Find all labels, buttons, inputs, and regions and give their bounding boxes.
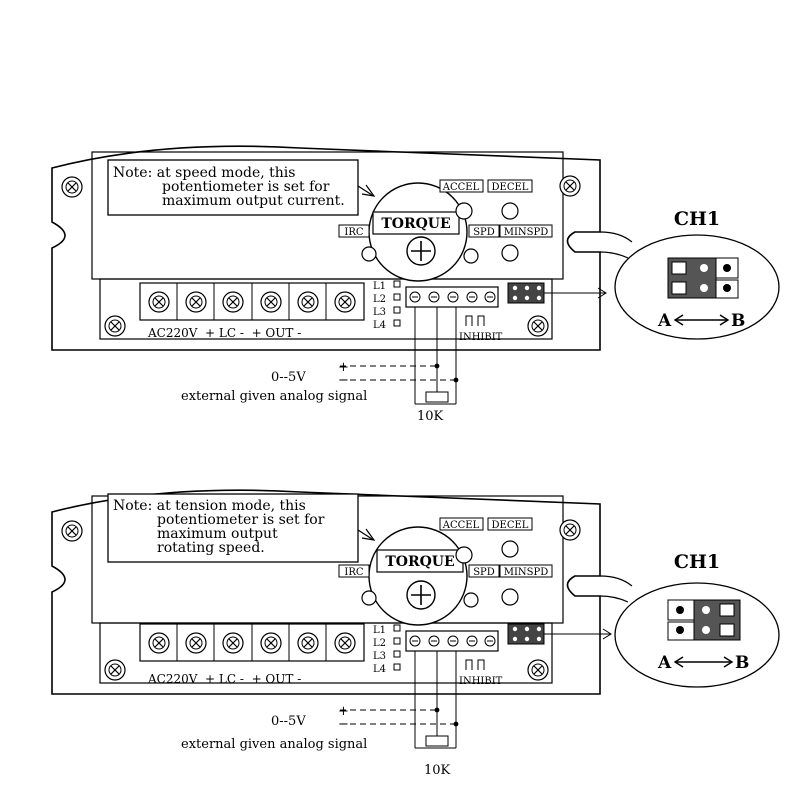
note-box — [107, 493, 359, 563]
led-icon — [393, 293, 401, 301]
led-label-l1: L1 — [373, 281, 386, 292]
led-label-l3: L3 — [373, 651, 386, 662]
signal-terminal-block — [405, 286, 499, 308]
torque-label: TORQUE — [381, 216, 450, 232]
ch1-title: CH1 — [674, 551, 720, 573]
minspd-label: MINSPD — [504, 567, 549, 578]
lower-board — [99, 278, 553, 340]
mount-screw-icon — [559, 519, 581, 541]
signal-terminal-block — [405, 630, 499, 652]
led-label-l4: L4 — [373, 664, 386, 675]
panel-speed-mode: Note: at speed mode, this potentiometer … — [51, 145, 780, 424]
torque-knob — [368, 526, 468, 626]
minus-sign: − — [338, 373, 349, 388]
led-label-l2: L2 — [373, 294, 386, 305]
irc-pot-icon — [361, 246, 377, 262]
irc-pot-icon — [361, 590, 377, 606]
mount-screw-icon — [61, 520, 83, 542]
terminal-labels: AC220V + LC - + OUT - — [147, 672, 301, 686]
led-label-l4: L4 — [373, 320, 386, 331]
led-icon — [393, 319, 401, 327]
signal-label: external given analog signal — [181, 389, 367, 404]
note-line-4: rotating speed. — [157, 540, 265, 556]
ch1-jumper-icon — [667, 257, 739, 299]
decel-pot-icon — [501, 540, 519, 558]
note-line-3: maximum output current. — [162, 193, 345, 209]
voltage-label: 0--5V — [271, 370, 306, 385]
plus-sign: + — [338, 360, 349, 375]
minspd-label: MINSPD — [504, 227, 549, 238]
irc-label: IRC — [344, 567, 363, 578]
inhibit-label: INHIBIT — [459, 676, 503, 687]
voltage-label: 0--5V — [271, 714, 306, 729]
external-wiring — [340, 651, 459, 749]
resistor-label: 10K — [417, 409, 444, 424]
led-icon — [393, 637, 401, 645]
terminal-labels: AC220V + LC - + OUT - — [147, 326, 301, 340]
spd-pot-icon — [463, 248, 479, 264]
ch1-a-label: A — [657, 311, 672, 331]
accel-label: ACCEL — [442, 520, 480, 531]
accel-pot-icon — [455, 546, 473, 564]
spd-label: SPD — [473, 567, 495, 578]
note-line-3: maximum output — [157, 526, 278, 542]
note-line-1: Note: at tension mode, this — [113, 498, 306, 514]
mount-screw-icon — [61, 176, 83, 198]
resistor-label: 10K — [424, 763, 451, 778]
accel-label: ACCEL — [442, 182, 480, 193]
led-icon — [393, 663, 401, 671]
irc-label: IRC — [344, 227, 363, 238]
power-terminal-block — [139, 282, 365, 321]
ch1-title: CH1 — [674, 208, 720, 230]
led-icon — [393, 306, 401, 314]
decel-label: DECEL — [492, 520, 529, 531]
led-label-l2: L2 — [373, 638, 386, 649]
spd-label: SPD — [473, 227, 495, 238]
ch1-jumper-icon — [667, 599, 741, 641]
note-box — [107, 159, 359, 216]
accel-pot-icon — [455, 202, 473, 220]
ch1-b-label: B — [735, 653, 749, 673]
plus-sign: + — [338, 704, 349, 719]
minspd-pot-icon — [501, 244, 519, 262]
signal-label: external given analog signal — [181, 737, 367, 752]
led-label-l1: L1 — [373, 625, 386, 636]
note-line-2: potentiometer is set for — [157, 512, 325, 528]
inhibit-label: INHIBIT — [459, 332, 503, 343]
spd-pot-icon — [463, 592, 479, 608]
mount-screw-icon — [104, 659, 126, 681]
decel-label: DECEL — [492, 182, 529, 193]
mount-screw-icon — [527, 659, 549, 681]
note-line-1: Note: at speed mode, this — [113, 165, 295, 181]
mount-screw-icon — [104, 315, 126, 337]
minus-sign: − — [338, 717, 349, 732]
led-label-l3: L3 — [373, 307, 386, 318]
torque-label: TORQUE — [385, 554, 454, 570]
panel-tension-mode: Note: at tension mode, this potentiomete… — [51, 489, 780, 778]
decel-pot-icon — [501, 202, 519, 220]
mount-screw-icon — [527, 315, 549, 337]
external-wiring — [340, 307, 459, 405]
resistor-icon — [425, 735, 449, 747]
minspd-pot-icon — [501, 588, 519, 606]
led-icon — [393, 280, 401, 288]
led-icon — [393, 650, 401, 658]
mount-screw-icon — [559, 175, 581, 197]
ch1-a-label: A — [657, 653, 672, 673]
resistor-icon — [425, 391, 449, 403]
note-line-2: potentiometer is set for — [162, 179, 330, 195]
led-icon — [393, 624, 401, 632]
ch1-b-label: B — [731, 311, 745, 331]
power-terminal-block — [139, 623, 365, 662]
